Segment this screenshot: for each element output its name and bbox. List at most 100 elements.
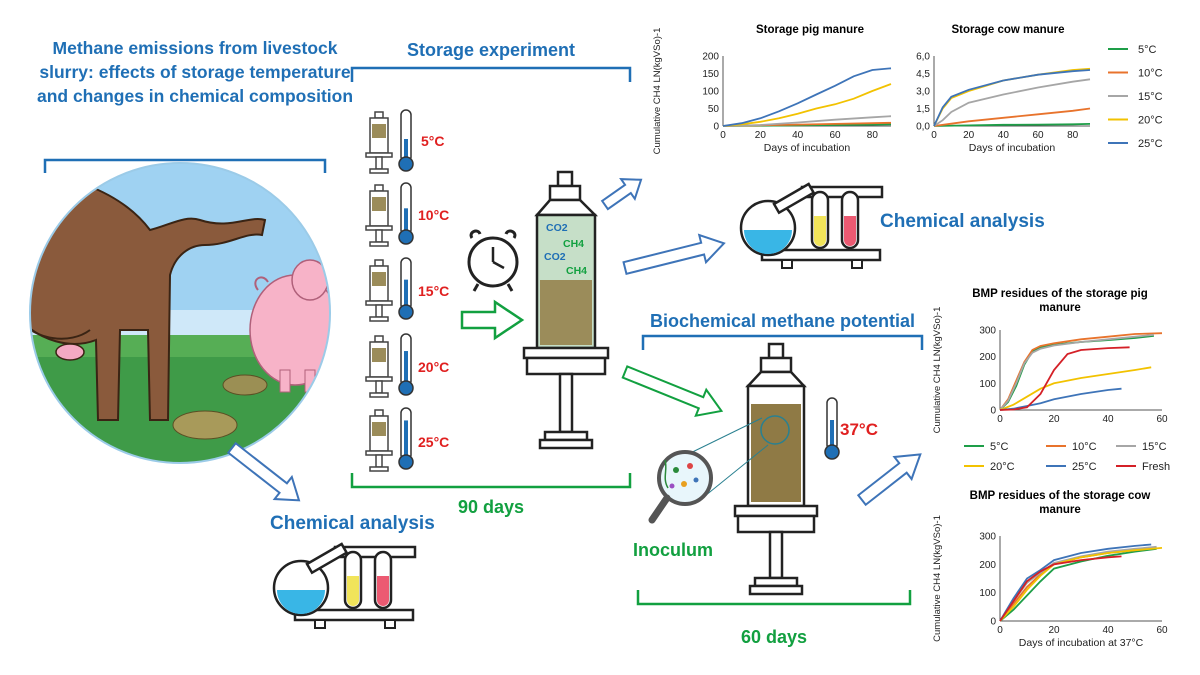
thermometer-icon-4 [398, 333, 414, 396]
y-tick-label: 0 [990, 406, 996, 417]
series-line-10°C [933, 107, 1091, 127]
thermometer-icon-3 [398, 257, 414, 320]
incubation-temperature: 37°C [840, 420, 878, 439]
chemical-analysis-label-bottom: Chemical analysis [270, 513, 435, 534]
series-line-15°C [722, 115, 892, 127]
y-tick-label: 50 [708, 104, 720, 115]
legend-entry: Fresh [1142, 461, 1170, 473]
title-bracket [43, 158, 327, 173]
temp-label-5: 5°C [421, 133, 445, 149]
y-tick-label: 300 [979, 532, 996, 543]
x-tick-label: 0 [997, 414, 1003, 425]
thermometer-icon-2 [398, 182, 414, 245]
inoculum-magnifier-icon [648, 417, 769, 524]
y-tick-label: 150 [702, 69, 719, 80]
arrow-to-storage-charts [600, 178, 643, 211]
x-axis-label: Days of incubation [764, 142, 851, 154]
x-tick-label: 0 [720, 130, 726, 141]
temperature-syringe-5 [365, 409, 393, 472]
series-line-25°C [999, 543, 1152, 622]
gas-label-ch4-b: CH4 [566, 265, 588, 277]
series-line-15°C [999, 333, 1154, 411]
storage-experiment-label: Storage experiment [406, 40, 576, 60]
series-line-20°C [722, 83, 892, 127]
temp-label-10: 10°C [418, 207, 450, 223]
chemical-analysis-flask-icon-bottom [272, 542, 417, 629]
gas-label-ch4-a: CH4 [563, 238, 585, 250]
temperature-syringe-1 [365, 111, 393, 174]
series-line-5°C [999, 547, 1157, 622]
y-tick-label: 200 [702, 52, 719, 63]
legend-entry: 15°C [1142, 441, 1167, 453]
storage-top-bracket [350, 66, 632, 82]
chemical-analysis-flask-icon-top [739, 182, 884, 269]
x-tick-label: 20 [755, 130, 767, 141]
thermometer-icon-5 [398, 407, 414, 470]
series-line-10°C [999, 332, 1163, 411]
temperature-syringe-2 [365, 184, 393, 247]
y-tick-label: 200 [979, 352, 996, 363]
y-tick-label: 100 [702, 87, 719, 98]
y-tick-label: 0 [990, 617, 996, 628]
arrow-to-chemical-analysis-top [622, 233, 726, 276]
y-tick-label: 6,0 [916, 52, 930, 63]
legend-storage: 5°C10°C15°C20°C25°C [1108, 44, 1163, 150]
legend-entry: 25°C [1072, 461, 1097, 473]
temp-label-25: 25°C [418, 434, 450, 450]
x-tick-label: 20 [1048, 414, 1060, 425]
y-tick-label: 3,0 [916, 87, 930, 98]
series-line-Fresh [999, 555, 1122, 622]
chart-title-bmp-pig: BMP residues of the storage pig manure [972, 288, 1148, 314]
x-tick-label: 60 [1156, 414, 1168, 425]
legend-entry: 10°C [1138, 68, 1163, 80]
chemical-analysis-label-top: Chemical analysis [880, 211, 1045, 232]
temp-label-20: 20°C [418, 359, 450, 375]
inoculum-label: Inoculum [633, 540, 713, 560]
x-axis-label: Days of incubation [969, 142, 1056, 154]
clock-icon [467, 229, 519, 292]
arrow-into-storage-syringe [460, 299, 525, 341]
farm-scene-icon [29, 162, 331, 464]
y-axis-label: Cumulative CH4 LN(kgVSo)-1 [932, 307, 943, 434]
y-tick-label: 0,0 [916, 122, 930, 133]
arrow-to-chemical-analysis [226, 441, 301, 502]
storage-duration-label: 90 days [457, 497, 525, 517]
bmp-syringe-icon [733, 342, 819, 596]
x-tick-label: 0 [997, 625, 1003, 636]
storage-syringe-icon [522, 170, 610, 450]
y-axis-label: Cumulative CH4 LN(kgVSo)-1 [652, 28, 663, 155]
series-line-25°C [722, 67, 892, 127]
x-tick-label: 80 [1067, 130, 1079, 141]
arrow-to-bmp-charts [856, 453, 922, 507]
x-tick-label: 60 [829, 130, 841, 141]
temperature-syringe-4 [365, 335, 393, 398]
chart-title-storage-pig: Storage pig manure [756, 24, 864, 36]
series-line-25°C [933, 69, 1091, 127]
y-tick-label: 1,5 [916, 104, 930, 115]
thermometer-icon-1 [398, 109, 414, 172]
y-axis-label: Cumulative CH4 LN(kgVSo)-1 [932, 515, 943, 642]
x-tick-label: 20 [1048, 625, 1060, 636]
x-tick-label: 80 [867, 130, 879, 141]
y-tick-label: 0 [713, 122, 719, 133]
temp-label-15: 15°C [418, 283, 450, 299]
x-tick-label: 0 [931, 130, 937, 141]
legend-entry: 25°C [1138, 138, 1163, 150]
legend-entry: 10°C [1072, 441, 1097, 453]
legend-entry: 20°C [1138, 115, 1163, 127]
bmp-bottom-bracket [636, 590, 912, 606]
x-tick-label: 40 [998, 130, 1010, 141]
x-tick-label: 20 [963, 130, 975, 141]
x-tick-label: 40 [792, 130, 804, 141]
legend-entry: 15°C [1138, 91, 1163, 103]
y-tick-label: 100 [979, 379, 996, 390]
series-line-5°C [933, 123, 1091, 127]
legend-entry: 20°C [990, 461, 1015, 473]
arrow-to-bmp-syringe [621, 365, 724, 418]
